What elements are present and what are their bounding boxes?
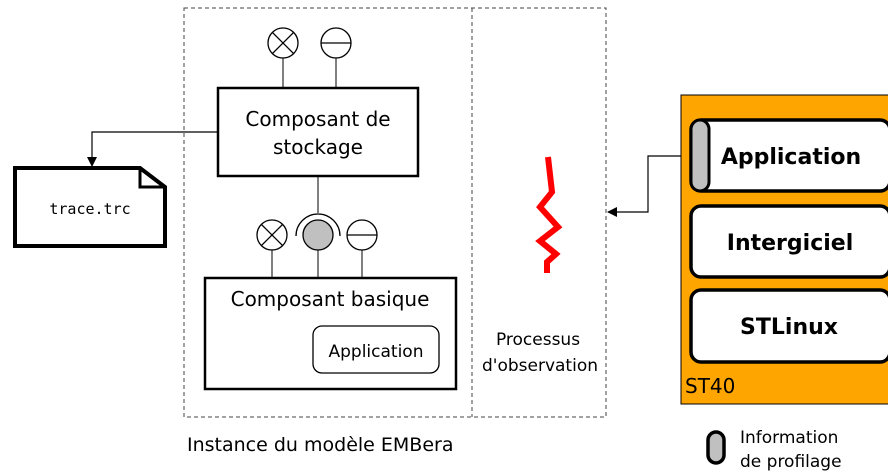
instance-caption: Instance du modèle EMBera — [187, 434, 453, 456]
socket-ball-interface-icon — [295, 213, 341, 251]
observation-label-line1: Processus — [496, 330, 580, 350]
platform-layer-label: Intergiciel — [727, 231, 853, 256]
storage-to-trace-arrow — [87, 131, 218, 167]
platform-layer-label: STLinux — [740, 315, 838, 340]
basic-component: Composant basique Application — [203, 276, 458, 391]
trace-file-document: trace.trc — [13, 166, 167, 248]
legend: Information de profilage — [706, 428, 842, 472]
platform-layer-application: Application — [689, 118, 888, 193]
platform-to-observation-arrow — [607, 155, 690, 217]
basic-component-label: Composant basique — [231, 287, 430, 311]
trace-file-label: trace.trc — [49, 200, 130, 218]
storage-component: Composant de stockage — [216, 86, 420, 178]
platform-name: ST40 — [685, 374, 735, 398]
basic-application-box — [312, 325, 440, 374]
cross-circle-interface-icon — [256, 219, 288, 251]
platform-layer-intergiciel: Intergiciel — [689, 204, 888, 279]
observation-label-line2: d'observation — [482, 356, 598, 376]
storage-component-label-line1: Composant de — [245, 107, 390, 131]
minus-circle-interface-icon — [346, 219, 378, 251]
platform-layer-label: Application — [721, 145, 861, 170]
profiling-capsule-icon — [689, 118, 711, 193]
legend-label-line2: de profilage — [740, 452, 842, 472]
instance-frame — [183, 7, 607, 418]
platform-layer-stlinux: STLinux — [689, 288, 888, 364]
legend-label-line1: Information — [740, 428, 838, 448]
storage-component-label-line2: stockage — [273, 135, 363, 159]
minus-circle-interface-icon — [320, 27, 352, 59]
lightning-bolt-icon — [535, 156, 563, 273]
basic-application-label: Application — [329, 342, 424, 362]
cross-circle-interface-icon — [267, 27, 299, 59]
profiling-capsule-icon — [706, 430, 726, 465]
platform-st40: ST40 Application Intergiciel STLinux — [680, 94, 888, 405]
